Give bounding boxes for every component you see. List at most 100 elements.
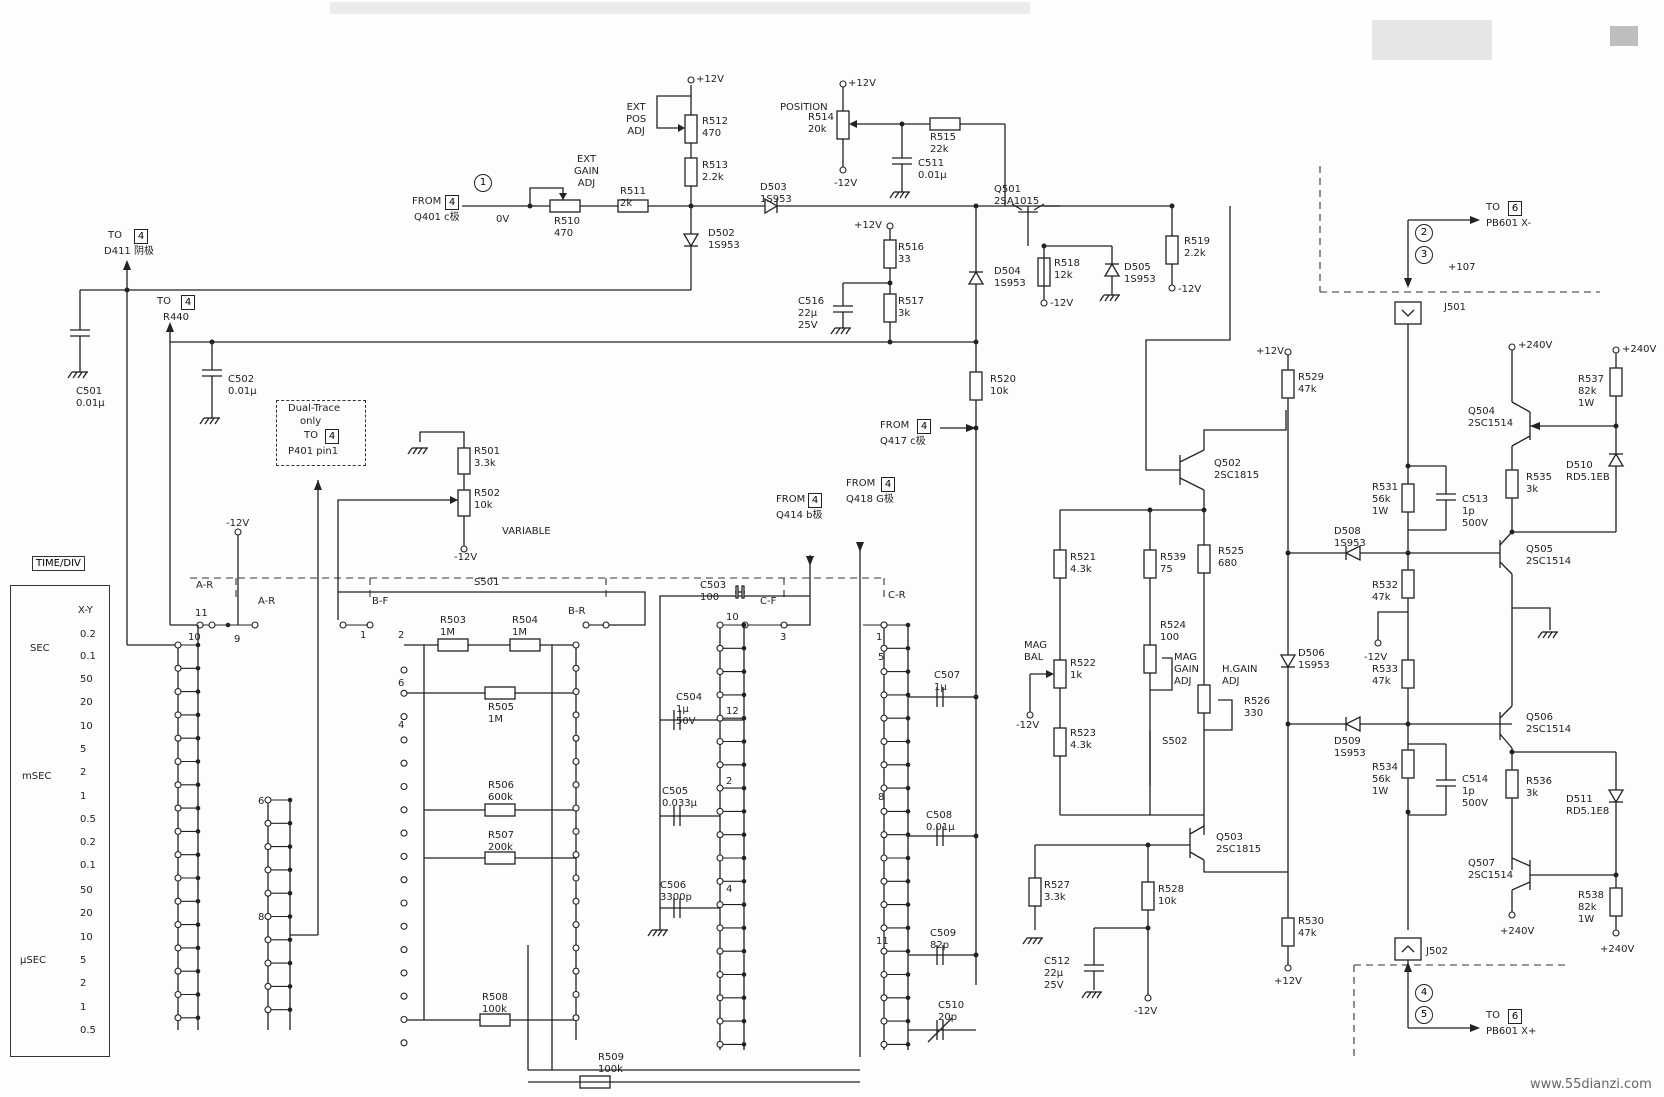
label-r533-line: 47k (1372, 676, 1391, 687)
label-c508-line: 0.01μ (926, 822, 955, 833)
supply-m12-r532-line: -12V (1364, 652, 1388, 663)
ref-box-r440: 4 (181, 295, 195, 310)
mag-bal-text-line: MAG (1024, 640, 1048, 651)
tdiv-usec-3: 5 (80, 954, 87, 966)
label-r526-line: R526 (1244, 696, 1271, 707)
supply-p12-r514-line: +12V (848, 78, 876, 89)
bank-d-contact (572, 921, 580, 929)
label-d504-line: 1S953 (994, 278, 1026, 289)
d411-text: D411 阴极 (104, 246, 154, 258)
j502-text-line: J502 (1426, 946, 1449, 957)
bank-e-contact (716, 691, 724, 699)
bank-c-contact (400, 946, 408, 954)
label-r525-line: R525 (1218, 546, 1245, 557)
bank-a-contact (174, 1014, 182, 1022)
scan-artifact (330, 2, 1030, 14)
label-r522-line: R522 (1070, 658, 1097, 669)
pin-p11b-line: 11 (876, 936, 889, 947)
label-r508-line: 100k (482, 1004, 507, 1015)
label-c514-line: 500V (1462, 798, 1488, 809)
bank-e-contact (716, 644, 724, 652)
label-r519-line: 2.2k (1184, 248, 1206, 259)
label-r510-line: R510 (554, 216, 581, 227)
bank-f-contact (880, 924, 888, 932)
label-q503-line: Q503 (1216, 832, 1243, 843)
pin-p11: 11 (195, 608, 208, 620)
supply-m12-r522: -12V (1016, 720, 1039, 732)
supply-m12-r519: -12V (1178, 284, 1201, 296)
pin-p8b: 8 (258, 912, 264, 924)
label-r524-line: R524 (1160, 620, 1187, 631)
label-r517-line: 3k (898, 308, 911, 319)
j501-text: J501 (1444, 302, 1466, 314)
label-r536-line: R536 (1526, 776, 1553, 787)
dual-trace-text-1-line: Dual-Trace (288, 403, 341, 414)
ext-gain-adj-text-line: GAIN (574, 166, 600, 177)
q418-text: Q418 G极 (846, 494, 894, 506)
dual-to-text: TO (304, 430, 318, 442)
supply-m12-r532: -12V (1364, 652, 1387, 664)
bank-a-contact (174, 688, 182, 696)
tdiv-msec-3: 5 (80, 743, 87, 755)
mag-gain-adj-text-line: MAG (1174, 652, 1198, 663)
bank-c-contact (400, 852, 408, 860)
h-gain-adj-text-line: ADJ (1222, 676, 1240, 687)
pin-p2-line: 2 (398, 630, 405, 641)
dual-trace-text-2: only (300, 416, 321, 428)
output-section (1319, 166, 1625, 1060)
variable-text-line: VARIABLE (502, 526, 551, 537)
bank-b-contact (264, 889, 272, 897)
from-q418-text: FROM (846, 478, 875, 490)
ref-box-q418: 4 (881, 477, 895, 492)
label-q504-line: Q504 (1468, 406, 1495, 417)
time-div-panel (10, 585, 110, 1057)
label-c516-line: 22μ (798, 308, 818, 319)
label-q505-line: 2SC1514 (1526, 556, 1572, 567)
pin-p1a-line: 1 (360, 630, 367, 641)
label-q501-line: 2SA1015 (994, 196, 1040, 207)
to-pb601-xm-text-line: TO (1486, 202, 1500, 213)
bank-b-contact (264, 912, 272, 921)
bank-f-contact (880, 970, 888, 979)
usec-label: μSEC (20, 955, 47, 966)
pin-p6b: 6 (258, 796, 264, 808)
pin-p11b: 11 (876, 936, 889, 948)
bank-a-contact (174, 664, 182, 672)
pin-p10b: 10 (726, 612, 739, 624)
pin-p8b-line: 8 (258, 912, 265, 923)
from-q401-text-line: FROM (412, 196, 442, 207)
bank-c-contact (400, 713, 408, 721)
q417-text-line: Q417 c极 (880, 436, 926, 447)
label-r539-line: R539 (1160, 552, 1187, 563)
label-d505-line: 1S953 (1124, 274, 1156, 285)
label-r511-line: R511 (620, 186, 647, 197)
bank-d-contact (572, 688, 580, 696)
dual-trace-text-1: Dual-Trace (288, 403, 340, 415)
cf-text-line: C-F (760, 596, 777, 607)
s502-text: S502 (1162, 736, 1187, 748)
mag-gain-adj-text-line: GAIN (1174, 664, 1200, 675)
bank-a-contact (174, 757, 182, 766)
bank-f-contact (880, 668, 888, 676)
ref-box-q417: 4 (917, 419, 931, 434)
bank-b-contact (264, 959, 272, 967)
bank-b-contact (264, 843, 272, 851)
bank-e-contact (716, 807, 724, 815)
q401-text-line: Q401 c极 (414, 212, 460, 223)
supply-p12-r530-line: +12V (1274, 976, 1302, 987)
r440-text: R440 (163, 312, 189, 324)
label-r519-line: R519 (1184, 236, 1211, 247)
